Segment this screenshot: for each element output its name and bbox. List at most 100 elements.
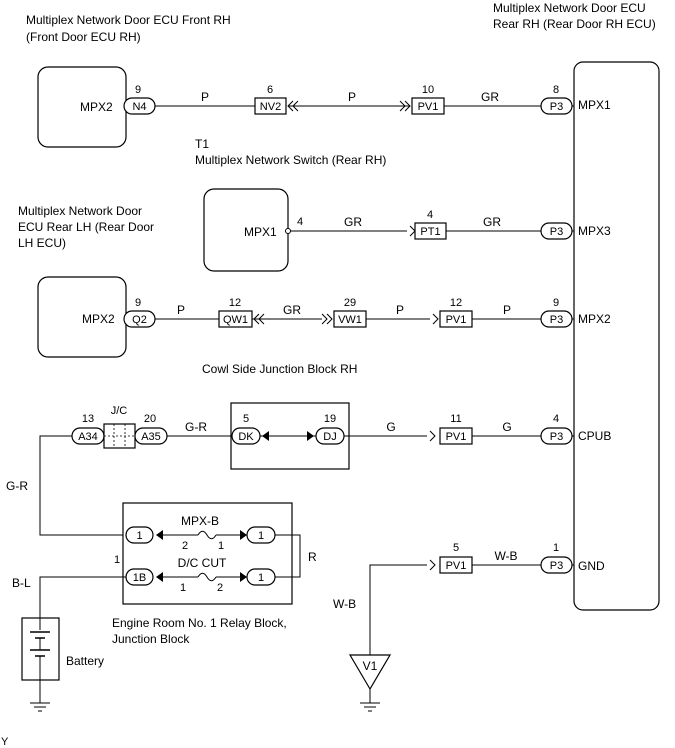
connector-pv1-a-label: PV1	[418, 101, 439, 113]
pin-p3-d: 4	[553, 413, 559, 425]
arrow-right-dj	[307, 431, 314, 441]
pin-pv1-e: 5	[453, 542, 459, 554]
relay-connector-1b-label: 1B	[133, 572, 146, 584]
arrow-left-dk	[262, 431, 269, 441]
connector-a34-label: A34	[78, 431, 98, 443]
rear-lh-port-mpx2: MPX2	[82, 312, 115, 326]
pin-a35: 20	[144, 413, 156, 425]
connector-dk-label: DK	[238, 431, 254, 443]
chevron-right-pv1-c	[432, 313, 439, 325]
pin-p3-a: 8	[553, 84, 559, 96]
connector-nv2	[254, 97, 287, 115]
wire-label-p-4: P	[396, 303, 404, 317]
rear-lh-ecu-title-3: LH ECU)	[18, 236, 66, 250]
pin-pv1-c: 12	[450, 297, 462, 309]
connector-pv1-d	[439, 427, 473, 445]
wire-label-gr-dash-1: G-R	[185, 420, 207, 434]
pin-fuse1-left: 2	[182, 540, 188, 552]
connector-p3-b-label: P3	[550, 226, 563, 238]
rear-rh-port-cpub: CPUB	[578, 429, 611, 443]
pin-nv2: 6	[267, 84, 273, 96]
connector-pv1-e-label: PV1	[446, 560, 467, 572]
chevron-right-pv1-e	[429, 559, 436, 571]
connector-p3-d	[540, 427, 573, 445]
wire-label-gr-2: GR	[344, 215, 362, 229]
switch-t1-code: T1	[195, 137, 209, 151]
wire-label-gr-dash-2: G-R	[6, 479, 28, 493]
pin-vw1: 29	[344, 297, 356, 309]
chevron-right-pv1-d	[429, 430, 436, 442]
connector-dj-label: DJ	[323, 431, 336, 443]
wire-label-g-1: G	[386, 420, 395, 434]
wire-label-gr-1: GR	[481, 90, 499, 104]
double-chevron-left-2	[253, 313, 265, 325]
pin-p3-e: 1	[553, 542, 559, 554]
fuse-dc-cut-label: D/C CUT	[178, 556, 227, 570]
pin-qw1: 12	[229, 297, 241, 309]
connector-p3-b	[540, 222, 573, 240]
fuse-mpx-b-label: MPX-B	[181, 514, 219, 528]
relay-block-box	[122, 502, 293, 605]
connector-n4-label: N4	[132, 101, 146, 113]
cowl-jb-title: Cowl Side Junction Block RH	[202, 362, 357, 376]
pin-dj: 19	[324, 413, 336, 425]
front-rh-ecu-title-1: Multiplex Network Door ECU Front RH	[26, 13, 231, 27]
fuse-mpx-b-icon	[197, 530, 217, 540]
connector-pt1	[414, 222, 447, 240]
relay-connector-1-right-label: 1	[258, 530, 264, 542]
connector-nv2-label: NV2	[260, 101, 281, 113]
connector-n4	[123, 97, 156, 115]
connector-pv1-e	[439, 556, 473, 574]
connector-p3-c	[540, 310, 573, 328]
ground-icon-battery	[30, 702, 50, 712]
connector-p3-c-label: P3	[550, 314, 563, 326]
wire-label-r: R	[308, 550, 317, 564]
relay-connector-2-right-label: 1	[258, 572, 264, 584]
wire-label-bl: B-L	[12, 576, 31, 590]
connector-p3-e	[540, 556, 573, 574]
pin-a34: 13	[82, 413, 94, 425]
rear-rh-port-mpx3: MPX3	[578, 224, 611, 238]
connector-pt1-label: PT1	[420, 226, 440, 238]
pin-pt1: 4	[427, 209, 433, 221]
connector-p3-a-label: P3	[550, 101, 563, 113]
rear-rh-ecu-box	[573, 61, 660, 611]
connector-qw1-label: QW1	[223, 314, 248, 326]
front-rh-port-mpx2: MPX2	[80, 100, 113, 114]
double-chevron-right-2	[321, 313, 333, 325]
connector-pv1-c	[439, 310, 473, 328]
pin-q2: 9	[135, 297, 141, 309]
switch-t1-title: Multiplex Network Switch (Rear RH)	[195, 153, 386, 167]
wire-label-p-2: P	[348, 90, 356, 104]
connector-p3-a	[540, 97, 573, 115]
ground-icon-v1	[360, 702, 380, 712]
wire-label-p-1: P	[201, 90, 209, 104]
connector-pv1-a	[411, 97, 445, 115]
pin-n4: 9	[135, 84, 141, 96]
rear-rh-port-gnd: GND	[578, 559, 605, 573]
corner-mark: Y	[1, 736, 9, 748]
ground-point-v1-label: V1	[363, 659, 378, 673]
connector-q2-label: Q2	[132, 314, 147, 326]
wire-label-gr-4: GR	[283, 303, 301, 317]
rear-lh-ecu-title-2: ECU Rear LH (Rear Door	[18, 220, 154, 234]
pin-dk: 5	[243, 413, 249, 425]
connector-qw1	[218, 310, 253, 328]
double-chevron-left-1	[287, 100, 299, 112]
relay-block-title-2: Junction Block	[112, 632, 190, 646]
rear-lh-ecu-title-1: Multiplex Network Door	[18, 204, 142, 218]
connector-vw1-label: VW1	[338, 314, 362, 326]
rear-rh-port-mpx1: MPX1	[578, 98, 611, 112]
pin-p3-c: 9	[553, 297, 559, 309]
rear-rh-ecu-title-1: Multiplex Network Door ECU	[493, 1, 646, 15]
relay-connector-1-left	[125, 526, 154, 544]
wire-label-wb-1: W-B	[494, 549, 517, 563]
relay-connector-1-left-label: 1	[136, 530, 142, 542]
connector-a35-label: A35	[141, 431, 161, 443]
ground-point-v1	[348, 654, 392, 691]
connector-vw1	[333, 310, 367, 328]
battery-label: Battery	[66, 654, 104, 668]
connector-pv1-c-label: PV1	[446, 314, 467, 326]
relay-block-title-1: Engine Room No. 1 Relay Block,	[112, 616, 287, 630]
